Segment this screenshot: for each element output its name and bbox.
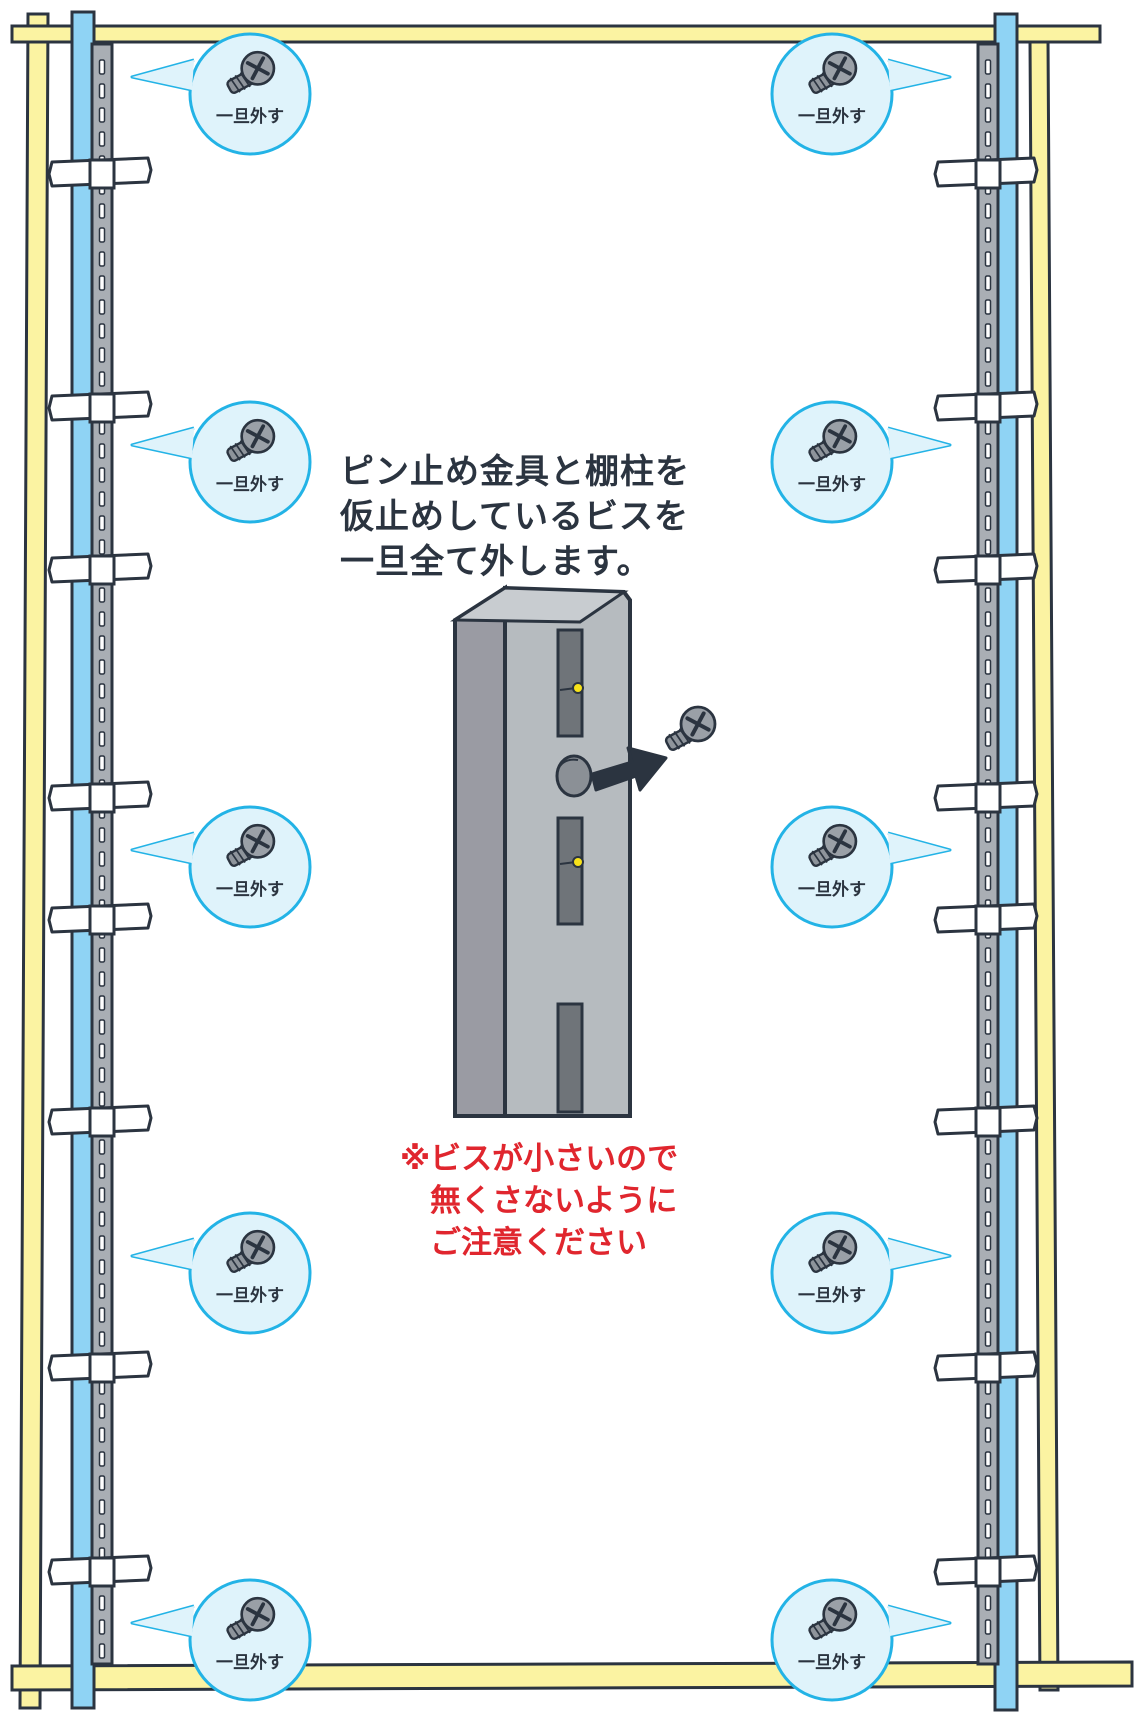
top-frame-board bbox=[10, 24, 1102, 44]
callout-label: 一旦外す bbox=[216, 1652, 284, 1673]
callout-label: 一旦外す bbox=[216, 1285, 284, 1306]
screw-icon bbox=[662, 705, 717, 754]
callout-bubble: 一旦外す bbox=[770, 400, 952, 524]
callout-label: 一旦外す bbox=[798, 106, 866, 127]
callout-bubble: 一旦外す bbox=[130, 805, 312, 929]
caution-line: ご注意ください bbox=[430, 1225, 647, 1261]
pin-marker bbox=[559, 856, 584, 868]
callout-bubble: 一旦外す bbox=[770, 32, 952, 156]
callout-label: 一旦外す bbox=[798, 879, 866, 900]
left-shelf-rail bbox=[70, 10, 114, 1710]
instruction-line: 仮止めしているビスを bbox=[340, 497, 689, 537]
caution-text: ※ビスが小さいので 無くさないように ご注意ください bbox=[400, 1138, 760, 1264]
callout-label: 一旦外す bbox=[798, 474, 866, 495]
callout-label: 一旦外す bbox=[798, 1652, 866, 1673]
callout-bubble: 一旦外す bbox=[770, 1211, 952, 1335]
instruction-line: ピン止め金具と棚柱を bbox=[340, 452, 690, 492]
right-frame-board bbox=[1028, 38, 1060, 1692]
caution-line: 無くさないように bbox=[430, 1183, 678, 1219]
callout-label: 一旦外す bbox=[216, 106, 284, 127]
callout-label: 一旦外す bbox=[216, 879, 284, 900]
callout-bubble: 一旦外す bbox=[130, 1578, 312, 1702]
instruction-text: ピン止め金具と棚柱を 仮止めしているビスを 一旦全て外します。 bbox=[340, 450, 770, 585]
left-frame-board bbox=[18, 12, 50, 1710]
arrow-icon bbox=[590, 746, 668, 792]
callout-label: 一旦外す bbox=[798, 1285, 866, 1306]
bottom-frame-board bbox=[10, 1660, 1134, 1692]
callout-bubble: 一旦外す bbox=[770, 1578, 952, 1702]
tape-strips bbox=[47, 156, 1039, 1588]
right-shelf-rail bbox=[976, 12, 1019, 1712]
callout-bubbles: 一旦外す一旦外す一旦外す一旦外す一旦外す一旦外す一旦外す一旦外す一旦外す一旦外す bbox=[130, 32, 952, 1702]
instruction-line: 一旦全て外します。 bbox=[340, 542, 652, 582]
rail-closeup bbox=[449, 584, 632, 1118]
caution-line: ※ビスが小さいので bbox=[400, 1141, 679, 1177]
callout-bubble: 一旦外す bbox=[770, 805, 952, 929]
callout-bubble: 一旦外す bbox=[130, 1211, 312, 1335]
callout-bubble: 一旦外す bbox=[130, 400, 312, 524]
pin-marker bbox=[559, 682, 584, 694]
callout-label: 一旦外す bbox=[216, 474, 284, 495]
callout-bubble: 一旦外す bbox=[130, 32, 312, 156]
